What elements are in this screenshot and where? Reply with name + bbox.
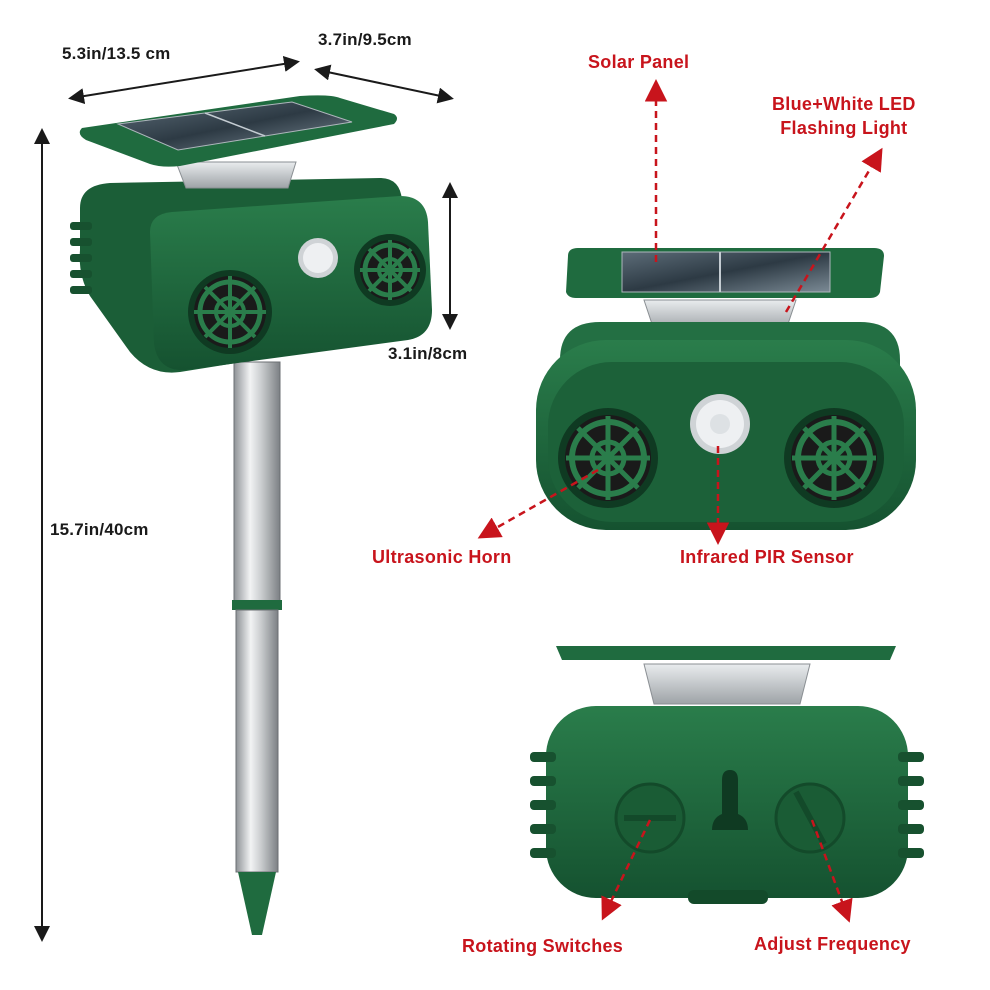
pir-sensor-label: Infrared PIR Sensor	[680, 547, 854, 567]
back-chrome-neck	[643, 663, 811, 705]
stake-pole-lower	[235, 609, 279, 873]
stake-spike	[238, 872, 276, 935]
front-speaker-left	[558, 408, 658, 508]
body-height-label: 3.1in/8cm	[388, 344, 468, 363]
horn-arrow	[477, 468, 599, 539]
frequency-arrow	[810, 819, 853, 923]
left-speaker-right	[354, 234, 426, 306]
rotating-switches-label: Rotating Switches	[462, 936, 624, 956]
front-speaker-right	[784, 408, 884, 508]
front-device	[536, 248, 916, 530]
front-pir-sensor	[690, 394, 750, 454]
back-body-fins	[530, 752, 924, 858]
depth-label: 3.7in/9.5cm	[318, 30, 412, 49]
left-speaker-left	[188, 270, 272, 354]
back-keyhole	[712, 770, 748, 830]
switches-arrow	[601, 819, 652, 921]
adjust-frequency-label: Adjust Frequency	[754, 934, 911, 954]
depth-arrow	[314, 64, 454, 104]
back-device	[530, 646, 924, 904]
led-label-line2: Flashing Light	[780, 118, 908, 138]
width-arrow	[68, 56, 300, 104]
left-chrome-neck	[175, 161, 297, 189]
front-solar-panel	[621, 251, 831, 293]
back-solar-frame	[556, 646, 896, 660]
width-label: 5.3in/13.5 cm	[62, 44, 171, 63]
left-pir-sensor	[298, 238, 338, 278]
solar-panel-label: Solar Panel	[588, 52, 690, 72]
ultrasonic-horn-label: Ultrasonic Horn	[372, 547, 512, 567]
led-arrow	[784, 147, 883, 313]
total-height-label: 15.7in/40cm	[50, 520, 149, 539]
back-switch-right	[774, 782, 846, 854]
stake-pole-upper	[233, 361, 281, 603]
led-label-line1: Blue+White LED	[772, 94, 916, 114]
stake-pole-joint	[232, 600, 282, 610]
left-solar-panel	[116, 101, 353, 151]
back-switch-left	[614, 782, 686, 854]
left-device	[70, 95, 432, 935]
callout-arrows	[477, 79, 883, 923]
back-base-foot	[688, 890, 768, 904]
led-label: Blue+White LED Flashing Light	[772, 92, 916, 140]
left-body-fins	[70, 222, 92, 294]
dimension-arrows	[34, 56, 458, 942]
